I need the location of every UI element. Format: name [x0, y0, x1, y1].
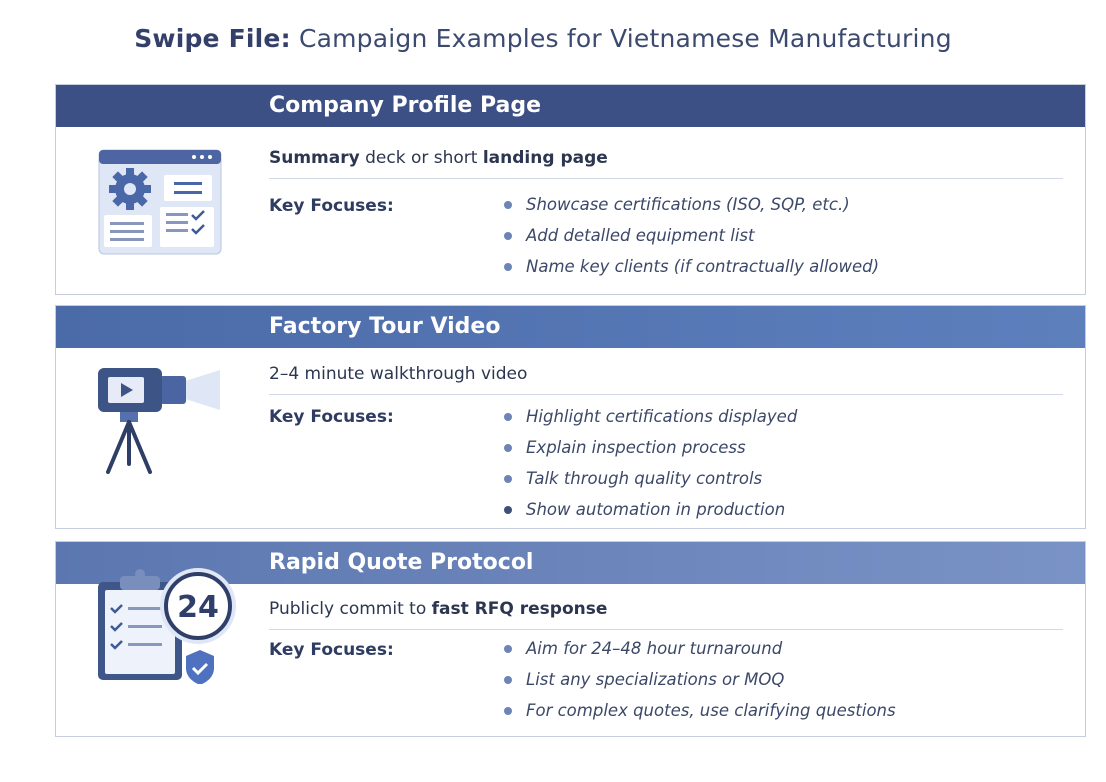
bullet-dot-icon [504, 444, 512, 452]
summary-bold: landing page [482, 148, 608, 168]
bullet-dot-icon [504, 475, 512, 483]
summary-text: deck or short [359, 148, 483, 168]
list-item: Name key clients (if contractually allow… [504, 256, 879, 287]
list-item-text: Talk through quality controls [526, 469, 763, 488]
card-header: Company Profile Page [56, 85, 1085, 127]
clock-number: 24 [177, 590, 219, 625]
card-header: Factory Tour Video [56, 306, 1085, 348]
card-company-profile: Company Profile Page Summary deck or [55, 84, 1086, 295]
list-item: Explain inspection process [504, 437, 797, 468]
list-item: Talk through quality controls [504, 468, 797, 499]
list-item: Add detalled equipment list [504, 225, 879, 256]
list-item: Showcase certifications (ISO, SQP, etc.) [504, 194, 879, 225]
list-item-text: Highlight certifications displayed [526, 407, 798, 426]
key-focuses-list: Showcase certifications (ISO, SQP, etc.)… [504, 194, 879, 287]
list-item: For complex quotes, use clarifying quest… [504, 700, 896, 731]
bullet-dot-icon [504, 232, 512, 240]
video-camera-tripod-icon [98, 368, 220, 474]
summary-text: Publicly commit to [269, 599, 432, 619]
list-item-text: Name key clients (if contractually allow… [526, 257, 880, 276]
bullet-dot-icon [504, 676, 512, 684]
key-focuses-list: Aim for 24–48 hour turnaround List any s… [504, 638, 896, 731]
card-summary: Publicly commit to fast RFQ response [269, 599, 1063, 630]
summary-text: 2–4 minute walkthrough video [269, 364, 528, 384]
list-item: List any specializations or MOQ [504, 669, 896, 700]
list-item: Show automation in production [504, 499, 797, 530]
list-item-text: Aim for 24–48 hour turnaround [526, 639, 783, 658]
title-rest: Campaign Examples for Vietnamese Manufac… [290, 24, 952, 53]
list-item: Highlight certifications displayed [504, 406, 797, 437]
key-focuses-label: Key Focuses: [269, 407, 394, 427]
bullet-dot-icon [504, 201, 512, 209]
card-factory-tour: Factory Tour Video 2–4 minute walkthroug… [55, 305, 1086, 529]
card-rapid-quote: Rapid Quote Protocol 24 Publicly commit … [55, 541, 1086, 737]
bullet-dot-icon [504, 506, 512, 514]
key-focuses-label: Key Focuses: [269, 640, 394, 660]
key-focuses-label: Key Focuses: [269, 196, 394, 216]
list-item-text: List any specializations or MOQ [526, 670, 785, 689]
list-item: Aim for 24–48 hour turnaround [504, 638, 896, 669]
bullet-dot-icon [504, 645, 512, 653]
card-summary: Summary deck or short landing page [269, 148, 1063, 179]
list-item-text: Showcase certifications (ISO, SQP, etc.) [526, 195, 850, 214]
card-summary: 2–4 minute walkthrough video [269, 364, 1063, 395]
card-header: Rapid Quote Protocol [56, 542, 1085, 584]
clipboard-24-hour-clock-icon: 24 [98, 568, 236, 684]
summary-bold: Summary [269, 148, 360, 168]
title-bold: Swipe File: [134, 24, 291, 53]
list-item-text: Show automation in production [526, 500, 786, 519]
bullet-dot-icon [504, 413, 512, 421]
bullet-dot-icon [504, 263, 512, 271]
page-title: Swipe File: Campaign Examples for Vietna… [0, 24, 1086, 53]
browser-window-gear-icon [98, 149, 222, 255]
key-focuses-list: Highlight certifications displayed Expla… [504, 406, 797, 530]
bullet-dot-icon [504, 707, 512, 715]
summary-bold: fast RFQ response [431, 599, 608, 619]
list-item-text: Explain inspection process [526, 438, 746, 457]
list-item-text: For complex quotes, use clarifying quest… [526, 701, 896, 720]
list-item-text: Add detalled equipment list [526, 226, 755, 245]
